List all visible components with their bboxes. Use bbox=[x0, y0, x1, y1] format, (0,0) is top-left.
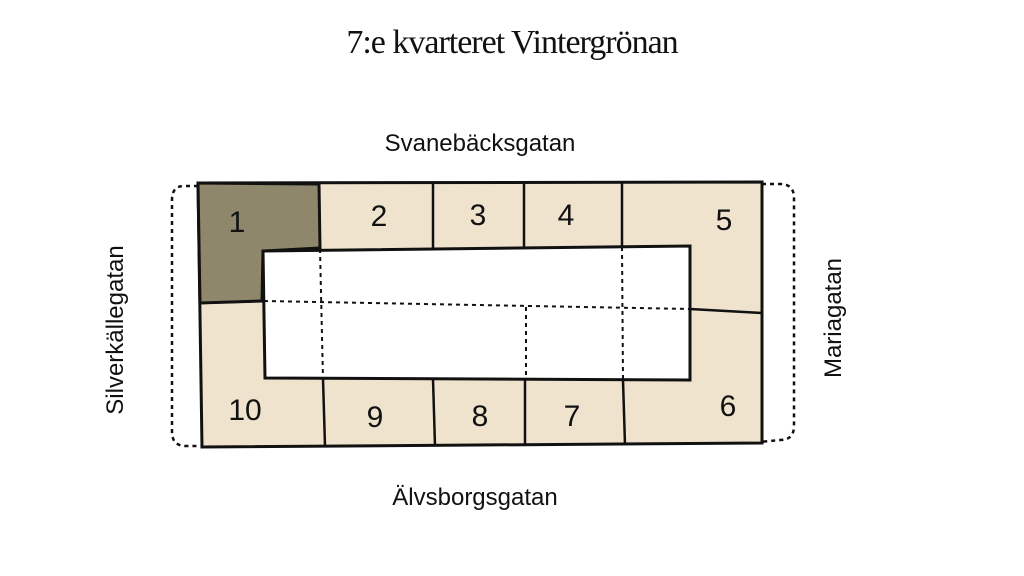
lot-label-6: 6 bbox=[720, 390, 737, 423]
page-title: 7:e kvarteret Vintergrönan bbox=[346, 24, 678, 61]
courtyard bbox=[261, 244, 692, 382]
lot-label-3: 3 bbox=[470, 199, 487, 232]
lot-label-7: 7 bbox=[564, 400, 581, 433]
street-label-north: Svanebäcksgatan bbox=[384, 130, 576, 157]
lot-label-10: 10 bbox=[228, 394, 261, 427]
divider-9-8 bbox=[431, 378, 437, 447]
lot-label-4: 4 bbox=[558, 199, 575, 232]
east-bracket bbox=[759, 182, 796, 444]
courtyard-dotted-boundaries bbox=[263, 246, 691, 381]
lot-label-1: 1 bbox=[229, 206, 246, 239]
divider-1-10 bbox=[199, 299, 263, 305]
divider-7-6 bbox=[621, 379, 627, 446]
street-label-south: Älvsborgsgatan bbox=[392, 484, 558, 511]
divider-10-9 bbox=[321, 378, 327, 447]
lot-label-9: 9 bbox=[367, 401, 384, 434]
lot-label-5: 5 bbox=[716, 204, 733, 237]
lot-label-8: 8 bbox=[472, 400, 489, 433]
west-bracket bbox=[170, 184, 202, 448]
divider-5-6 bbox=[689, 307, 763, 315]
lot-label-2: 2 bbox=[371, 200, 388, 233]
